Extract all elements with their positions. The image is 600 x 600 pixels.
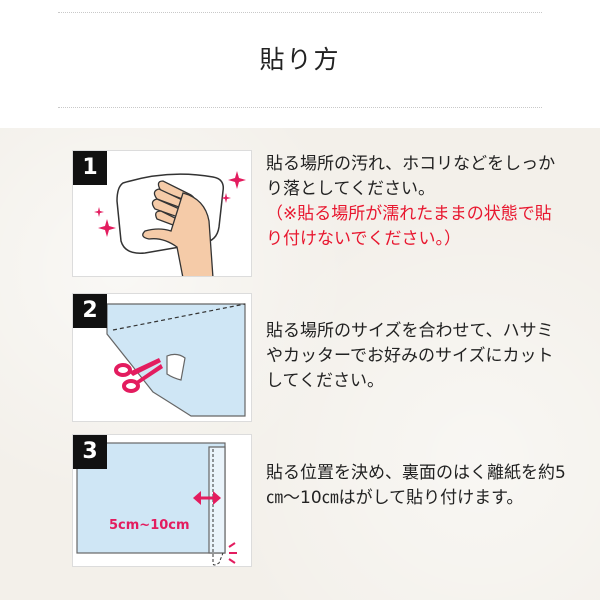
- top-divider: [58, 12, 542, 13]
- page-title: 貼り方: [259, 45, 341, 74]
- step-3-illustration: 3 5cm~10cm: [72, 434, 252, 567]
- step-1-instruction: 貼る場所の汚れ、ホコリなどをしっかり落としてください。: [266, 154, 556, 199]
- step-number-2: 2: [73, 294, 107, 328]
- step-2-illustration: 2: [72, 293, 252, 422]
- title-divider: [58, 107, 542, 108]
- step-1-warning: （※貼る場所が濡れたままの状態で貼り付けないでください。）: [266, 204, 552, 249]
- size-label: 5cm~10cm: [109, 518, 190, 533]
- hand-wiping-cloth-icon: [94, 171, 246, 276]
- step-number-1: 1: [73, 151, 107, 185]
- step-number-3: 3: [73, 435, 107, 469]
- step-1-illustration: 1: [72, 150, 252, 277]
- step-2-text: 貼る場所のサイズを合わせて、ハサミやカッターでお好みのサイズにカットしてください…: [266, 321, 554, 391]
- step-3-text: 貼る位置を決め、裏面のはく離紙を約5㎝～10㎝はがして貼り付けます。: [266, 463, 566, 508]
- scissors-cutting-sheet-icon: [106, 303, 246, 417]
- step-1-text: 貼る場所の汚れ、ホコリなどをしっかり落としてください。 （※貼る場所が濡れたまま…: [266, 152, 566, 252]
